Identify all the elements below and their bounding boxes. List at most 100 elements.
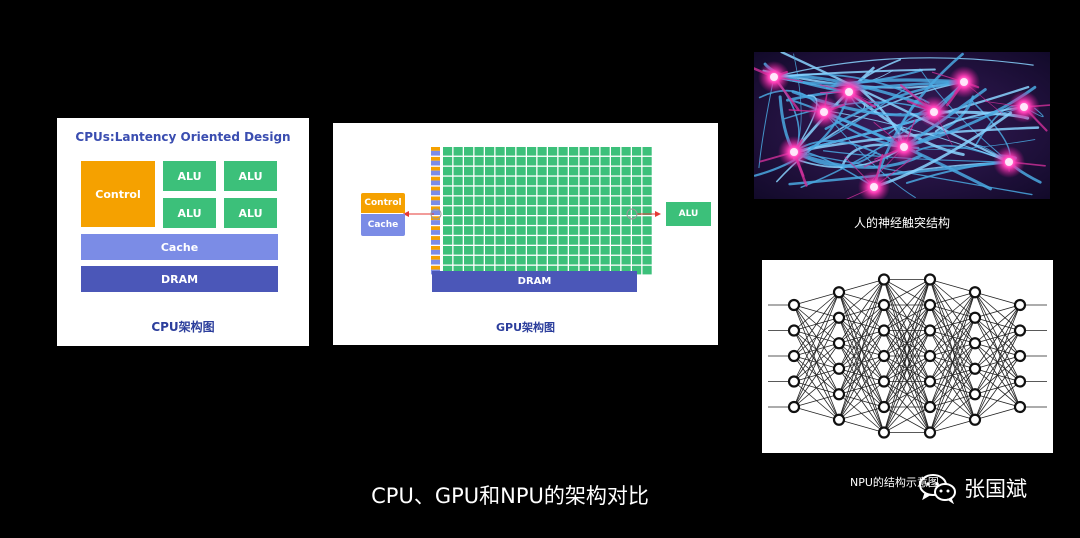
network-node <box>923 400 937 414</box>
gpu-core-cell <box>600 196 610 206</box>
gpu-core-cell <box>443 216 453 225</box>
network-node <box>1013 324 1027 337</box>
gpu-row-cache <box>431 210 440 215</box>
network-node <box>787 298 801 312</box>
gpu-core-cell <box>548 186 558 196</box>
main-caption: CPU、GPU和NPU的架构对比 <box>0 480 1080 510</box>
gpu-core-cell <box>474 216 484 225</box>
gpu-core-cell <box>611 255 621 265</box>
network-node <box>832 311 846 324</box>
gpu-core-cell <box>474 226 484 235</box>
gpu-core-cell <box>485 186 495 196</box>
gpu-core-cell <box>516 166 526 176</box>
gpu-core-cell <box>590 265 600 275</box>
gpu-core-cell <box>579 156 589 166</box>
gpu-core-cell <box>558 265 568 275</box>
gpu-core-cell <box>642 236 652 245</box>
gpu-core-cell <box>537 147 547 156</box>
gpu-core-cell <box>474 255 484 265</box>
gpu-core-cell <box>611 196 621 206</box>
gpu-core-cell <box>611 265 621 275</box>
network-node <box>968 413 982 426</box>
gpu-core-cell <box>579 226 589 235</box>
gpu-core-cell <box>537 166 547 176</box>
gpu-core-cell <box>485 147 495 156</box>
network-node <box>1013 349 1027 363</box>
gpu-core-cell <box>600 236 610 245</box>
gpu-diagram <box>403 147 661 275</box>
network-edge <box>929 292 976 357</box>
gpu-core-cell <box>453 246 463 255</box>
gpu-core-cell <box>537 206 547 215</box>
network-node <box>968 286 982 299</box>
network-edge <box>883 355 931 433</box>
network-edge <box>929 292 976 382</box>
gpu-core-cell <box>600 255 610 265</box>
neuron-cell-body <box>930 108 938 116</box>
gpu-core-cell <box>600 226 610 235</box>
neuron-caption: 人的神经触突结构 <box>853 216 950 230</box>
gpu-core-cell <box>579 196 589 206</box>
gpu-core-cell <box>642 176 652 186</box>
network-node <box>787 324 801 337</box>
gpu-core-cell <box>590 166 600 176</box>
gpu-core-cell <box>495 236 505 245</box>
gpu-core-cell <box>632 255 642 265</box>
gpu-core-cell <box>537 246 547 255</box>
gpu-core-cell <box>569 166 579 176</box>
network-edge <box>883 330 931 433</box>
gpu-core-cell <box>527 226 537 235</box>
gpu-core-cell <box>443 246 453 255</box>
network-node <box>877 375 891 388</box>
gpu-core-cell <box>548 147 558 156</box>
network-edge <box>838 330 885 420</box>
gpu-core-cell <box>632 216 642 225</box>
network-edge <box>838 381 885 421</box>
network-edge <box>793 393 840 408</box>
gpu-core-cell <box>516 216 526 225</box>
gpu-core-cell <box>506 186 516 196</box>
network-edge <box>793 292 840 408</box>
network-node <box>787 375 801 388</box>
network-edge <box>793 291 840 306</box>
gpu-core-cell <box>495 226 505 235</box>
neuron-fiber <box>800 81 965 189</box>
cpu-caption: CPU架构图 <box>151 320 215 334</box>
network-edge <box>883 279 931 306</box>
network-edge <box>929 368 976 433</box>
gpu-core-cell <box>464 186 474 196</box>
gpu-core-cell <box>506 216 516 225</box>
gpu-core-cell <box>579 166 589 176</box>
gpu-core-cell <box>548 226 558 235</box>
gpu-core-cell <box>642 156 652 166</box>
gpu-core-cell <box>464 246 474 255</box>
neuron-cell-body <box>960 78 968 86</box>
gpu-core-cell <box>453 166 463 176</box>
gpu-core-cell <box>485 156 495 166</box>
gpu-core-cell <box>464 166 474 176</box>
network-node <box>877 298 891 312</box>
gpu-core-cell <box>632 206 642 215</box>
gpu-core-cell <box>506 236 516 245</box>
gpu-core-cell <box>611 226 621 235</box>
gpu-core-cell <box>590 206 600 215</box>
gpu-core-cell <box>506 166 516 176</box>
main-caption-text: CPU、GPU和NPU的架构对比 <box>371 484 649 508</box>
gpu-core-cell <box>516 236 526 245</box>
network-edge <box>929 291 976 306</box>
gpu-core-cell <box>485 265 495 275</box>
network-node <box>832 362 846 375</box>
gpu-row-cache <box>431 239 440 245</box>
gpu-core-cell <box>516 255 526 265</box>
gpu-core-cell <box>600 265 610 275</box>
gpu-core-cell <box>516 246 526 255</box>
gpu-caption: GPU架构图 <box>495 321 556 334</box>
gpu-row-control <box>431 166 440 171</box>
gpu-core-cell <box>527 147 537 156</box>
network-edge <box>838 355 885 420</box>
network-node <box>1013 400 1027 414</box>
gpu-core-cell <box>464 255 474 265</box>
gpu-row-cache <box>431 249 440 255</box>
gpu-core-cell <box>506 265 516 275</box>
gpu-row-cache <box>431 160 440 166</box>
